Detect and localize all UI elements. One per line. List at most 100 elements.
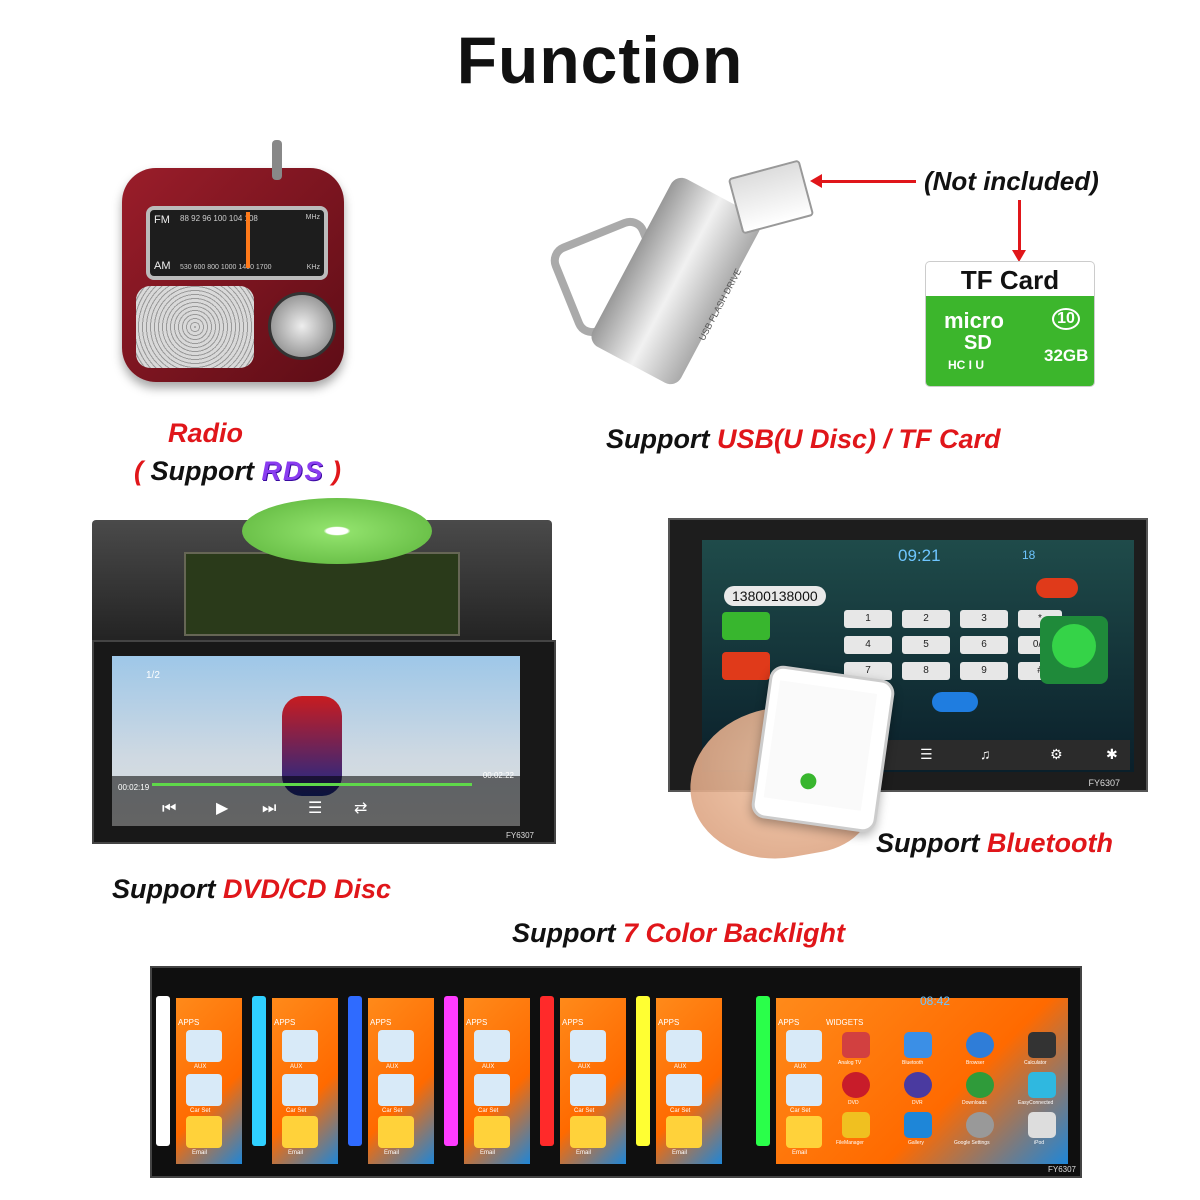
chassis-label [184,552,460,636]
car-set-label: Car Set [478,1108,499,1114]
fm-scale: 88 92 96 100 104 108 [180,214,258,223]
car-set-icon [282,1074,318,1106]
email-icon [666,1116,702,1148]
backlight-panel: APPS AUX Car Set Email [152,976,248,1170]
tf-card-title: TF Card [960,265,1060,295]
elapsed-time: 00:02:19 [118,783,150,792]
backlight-sidebar [252,996,266,1146]
email-icon [378,1116,414,1148]
backlight-sidebar [156,996,170,1146]
bluetooth-app-icon [904,1032,932,1058]
email-icon [474,1116,510,1148]
list-icon: ☰ [308,800,323,817]
analog-tv-icon [842,1032,870,1058]
am-scale: 530 600 800 1000 1400 1700 [180,264,272,271]
usb-drive-image: USB FLASH DRIVE [545,158,818,389]
prev-icon: ⏮ [162,800,177,817]
tf-hc-text: HC I U [948,358,984,372]
backlight-panel: APPS AUX Car Set Email [536,976,632,1170]
calculator-icon [1028,1032,1056,1058]
arrow-down-icon [1012,200,1026,262]
dvd-model-label: FY6307 [505,831,534,840]
aux-label: AUX [386,1064,399,1070]
settings-gear-icon: ⚙ [1050,746,1063,762]
aux-icon [282,1030,318,1062]
apps-label: APPS [562,1018,584,1027]
car-set-label: Car Set [670,1108,691,1114]
email-label: Email [192,1150,208,1156]
dvd-front-panel: 1/2 00:02:19 00:02:22 ⏮ ▶ ⏭ ☰ ⇄ FY6307 [92,640,556,844]
email-label: Email [792,1150,808,1156]
arrow-left-icon [810,174,916,188]
car-set-label: Car Set [286,1108,307,1114]
apps-label: APPS [178,1018,200,1027]
play-icon: ▶ [216,800,229,817]
radio-rds-caption: ( Support RDS ) [134,456,342,486]
key-8: 8 [902,662,950,680]
backlight-panel: APPS AUX Car Set Email [440,976,536,1170]
tile-label: EasyConnected [1018,1100,1054,1106]
apps-label: APPS [466,1018,488,1027]
backlight-panel: APPS AUX Car Set Email [344,976,440,1170]
email-label: Email [288,1150,304,1156]
tile-label: Browser [966,1060,985,1066]
dvd-unit-image: 1/2 00:02:19 00:02:22 ⏮ ▶ ⏭ ☰ ⇄ FY6307 [92,498,556,844]
not-included-label: (Not included) [924,166,1099,196]
backlight-sidebar [756,996,770,1146]
car-set-icon [378,1074,414,1106]
hangup-button-icon [722,652,770,680]
bluetooth-unit-image: 09:21 18 13800138000 1 2 3 * 4 5 6 0/+ 7… [668,518,1148,792]
key-9: 9 [960,662,1008,680]
apps-label: APPS [274,1018,296,1027]
aux-icon [378,1030,414,1062]
total-time: 00:02:22 [482,771,514,780]
smartphone-image [749,663,897,835]
contact-avatar-icon [1040,616,1108,684]
ipod-icon [1028,1112,1056,1138]
support-text: Support [143,456,254,486]
easy-connected-icon [1028,1072,1056,1098]
apps-label: APPS [778,1018,800,1027]
radio-caption: Radio [168,418,244,448]
usb-plug [727,159,815,235]
car-set-label: Car Set [574,1108,595,1114]
khz-label: KHz [306,264,320,271]
signal-count: 18 [1022,548,1036,562]
tile-label: Calculator [1024,1060,1047,1066]
backlight-caption-highlight: 7 Color Backlight [623,918,846,948]
dialed-number: 13800138000 [724,586,826,606]
backlight-caption-prefix: Support [512,918,616,948]
cd-disc-image [242,498,432,564]
transfer-icon [932,692,978,712]
gallery-icon [904,1112,932,1138]
backlight-sidebar [540,996,554,1146]
email-label: Email [384,1150,400,1156]
aux-icon [186,1030,222,1062]
aux-label: AUX [794,1064,807,1070]
am-label: AM [154,260,171,272]
email-icon [570,1116,606,1148]
car-set-label: Car Set [790,1108,811,1114]
close-paren: ) [332,456,342,486]
tf-size-text: 32GB [1044,346,1089,365]
widgets-label: WIDGETS [826,1018,864,1027]
progress-bar [152,783,472,786]
file-manager-icon [842,1112,870,1138]
strip-model-label: FY6307 [1047,1165,1076,1174]
tf-card-image: TF Card micro SD HC I U 10 32GB [926,262,1094,386]
radio-dial: FM 88 92 96 100 104 108 MHz AM 530 600 8… [146,206,328,280]
car-set-icon [570,1074,606,1106]
large-clock: 08:42 [920,994,951,1008]
clock-time: 09:21 [898,546,941,565]
mhz-label: MHz [305,214,320,221]
backlight-panel: APPS AUX Car Set Email [248,976,344,1170]
backlight-sidebar [348,996,362,1146]
dvd-chassis [92,520,552,660]
apps-label: APPS [658,1018,680,1027]
apps-label: APPS [370,1018,392,1027]
aux-label: AUX [290,1064,303,1070]
track-indicator: 1/2 [146,670,160,681]
music-icon: ♫ [980,746,991,762]
backspace-icon [1036,578,1078,598]
aux-label: AUX [482,1064,495,1070]
